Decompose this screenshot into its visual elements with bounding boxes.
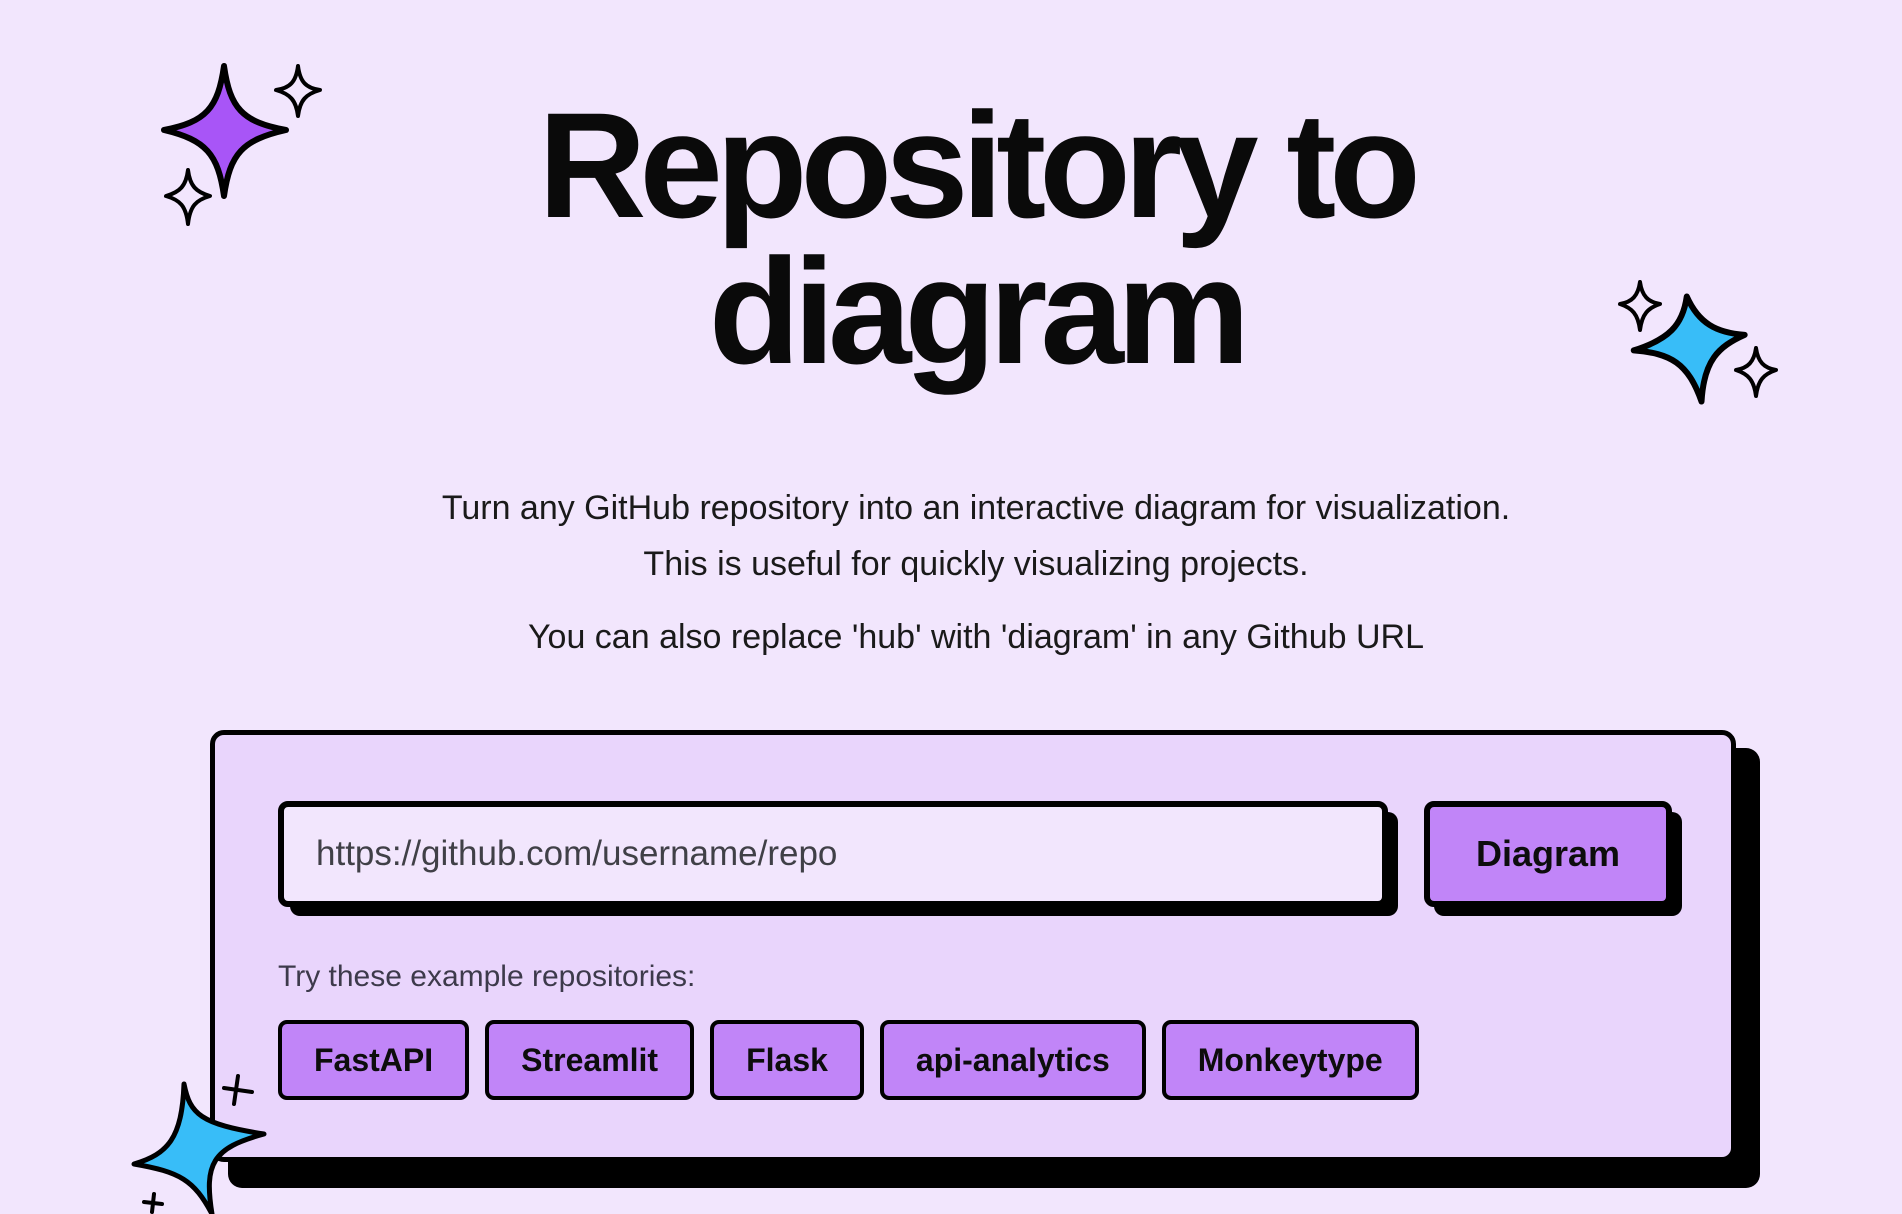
diagram-button[interactable]: Diagram (1424, 801, 1672, 907)
description-line-1: Turn any GitHub repository into an inter… (441, 489, 1511, 527)
description-line-2: This is useful for quickly visualizing p… (643, 545, 1309, 583)
example-repo-api-analytics[interactable]: api-analytics (879, 1020, 1146, 1100)
sparkle-icon (131, 1074, 267, 1214)
example-repo-flask[interactable]: Flask (710, 1020, 864, 1100)
example-repo-fastapi[interactable]: FastAPI (278, 1020, 470, 1100)
description-line-3: You can also replace 'hub' with 'diagram… (527, 618, 1424, 656)
repo-url-input[interactable] (278, 801, 1388, 907)
page-title-line-1: Repository to (538, 81, 1421, 249)
sparkle-icon (161, 63, 322, 226)
example-repo-streamlit[interactable]: Streamlit (485, 1020, 695, 1100)
page-title-line-2: diagram (708, 227, 1251, 395)
page-title: Repository to diagram (0, 81, 1902, 395)
example-repos-list: FastAPI Streamlit Flask api-analytics Mo… (278, 1020, 1419, 1100)
examples-label: Try these example repositories: (278, 960, 696, 993)
sparkle-icon (1618, 280, 1778, 405)
example-repo-monkeytype[interactable]: Monkeytype (1161, 1020, 1419, 1100)
